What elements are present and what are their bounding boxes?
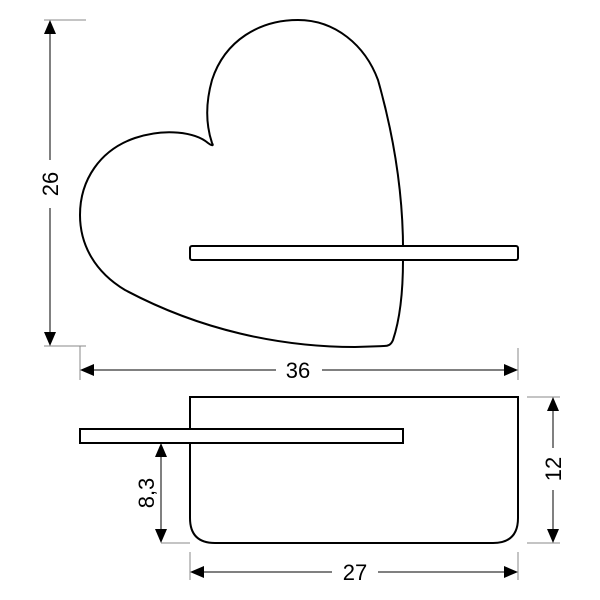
arrow-down-icon (547, 529, 559, 543)
arrow-right-icon (504, 566, 518, 578)
arrow-down-icon (155, 529, 167, 543)
depth-label: 12 (541, 457, 566, 481)
front-view: 26 36 (38, 18, 519, 383)
width-label: 36 (286, 358, 310, 383)
shelf-front (189, 245, 519, 261)
arrow-up-icon (44, 20, 56, 34)
top-width-label: 27 (343, 560, 367, 585)
arrow-down-icon (44, 332, 56, 346)
arrow-left-icon (80, 364, 94, 376)
arrow-left-icon (190, 566, 204, 578)
body-top (189, 396, 519, 544)
arrow-up-icon (155, 443, 167, 457)
top-view: 8,3 12 27 (79, 396, 566, 585)
shelf-height-label: 8,3 (134, 478, 159, 509)
heart-shape (78, 18, 405, 349)
shelf-top (79, 428, 404, 444)
height-label: 26 (38, 172, 63, 196)
arrow-right-icon (504, 364, 518, 376)
arrow-up-icon (547, 397, 559, 411)
